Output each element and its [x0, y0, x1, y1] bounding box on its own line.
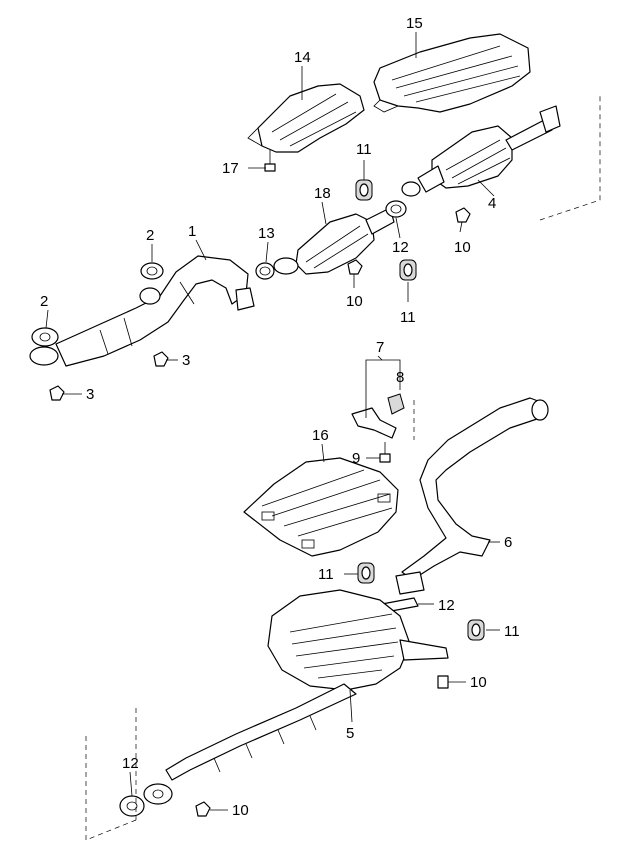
front-exhaust-pipe	[29, 255, 255, 367]
callout-4: 4	[488, 195, 496, 212]
leader-lines	[45, 32, 500, 811]
nut	[153, 351, 169, 367]
callout-labels: 15 14 17 11 4 18 13 12 10 2 1 10 11 2 3 …	[40, 15, 520, 819]
rubber-hanger	[467, 619, 485, 641]
callout-18: 18	[314, 185, 331, 202]
callout-15: 15	[406, 15, 423, 32]
gasket	[119, 795, 145, 817]
reference-line	[85, 736, 137, 841]
callout-1: 1	[188, 223, 196, 240]
callout-9: 9	[352, 450, 360, 467]
callout-13: 13	[258, 225, 275, 242]
catalytic-converter-front	[273, 207, 395, 275]
nut	[455, 207, 471, 223]
callout-10: 10	[232, 802, 249, 819]
callout-2: 2	[40, 293, 48, 310]
callout-11: 11	[504, 623, 520, 640]
heat-shield-front	[247, 83, 365, 153]
bolt	[264, 150, 276, 172]
nut	[347, 259, 363, 275]
nut	[437, 675, 449, 689]
callout-11: 11	[400, 309, 416, 326]
tail-pipe	[143, 683, 357, 805]
rubber-hanger	[399, 259, 417, 281]
callout-5: 5	[346, 725, 354, 742]
rubber-hanger	[357, 562, 375, 584]
callout-11: 11	[356, 141, 372, 158]
gasket	[255, 262, 275, 280]
callout-14: 14	[294, 49, 311, 66]
callout-12: 12	[438, 597, 455, 614]
callout-10: 10	[346, 293, 363, 310]
callout-3: 3	[182, 352, 190, 369]
heat-shield-rear	[373, 33, 531, 113]
nut	[49, 385, 65, 401]
callout-2: 2	[146, 227, 154, 244]
reference-line	[539, 96, 601, 221]
gasket	[31, 327, 59, 347]
center-exhaust-pipe	[395, 397, 549, 595]
main-muffler	[267, 589, 449, 691]
nut	[195, 801, 211, 817]
callout-16: 16	[312, 427, 329, 444]
heat-shield-center	[243, 457, 399, 557]
catalytic-converter-rear	[401, 105, 561, 197]
hanger-bracket	[351, 393, 405, 439]
callout-7: 7	[376, 339, 384, 356]
gasket	[385, 200, 407, 218]
callout-11: 11	[318, 566, 334, 583]
gasket	[140, 262, 164, 280]
callout-12: 12	[122, 755, 139, 772]
callout-10: 10	[470, 674, 487, 691]
callout-10: 10	[454, 239, 471, 256]
callout-17: 17	[222, 160, 239, 177]
callout-6: 6	[504, 534, 512, 551]
bolt	[379, 442, 391, 463]
callout-12: 12	[392, 239, 409, 256]
rubber-hanger	[355, 179, 373, 201]
callout-8: 8	[396, 369, 404, 386]
callout-3: 3	[86, 386, 94, 403]
